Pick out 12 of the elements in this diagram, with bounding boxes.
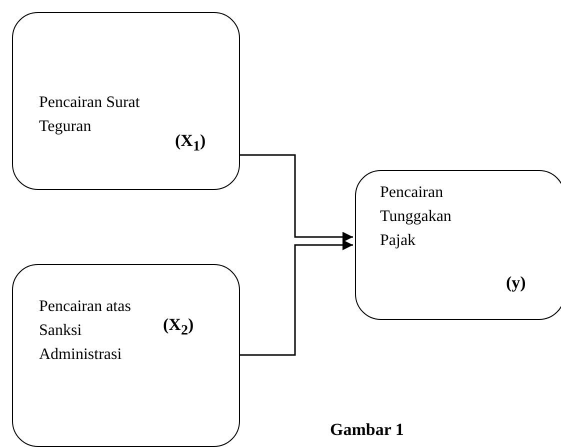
- node-text: Pencairan Tunggakan Pajak: [380, 183, 452, 251]
- node-text: Pencairan atas Sanksi Administrasi: [39, 297, 132, 365]
- variable-label: (y): [506, 273, 526, 293]
- variable-label: (X$_{1}$): [175, 131, 206, 156]
- figure-caption: Gambar 1: [330, 420, 404, 440]
- node-text: Pencairan Surat Teguran: [39, 93, 141, 137]
- connector-arrow: [240, 154, 353, 242]
- connector-arrow: [240, 240, 353, 356]
- rounded-box: [355, 170, 561, 320]
- variable-label: (X$_{2}$): [163, 315, 194, 340]
- rounded-box: [12, 264, 240, 447]
- rounded-box: [12, 12, 240, 190]
